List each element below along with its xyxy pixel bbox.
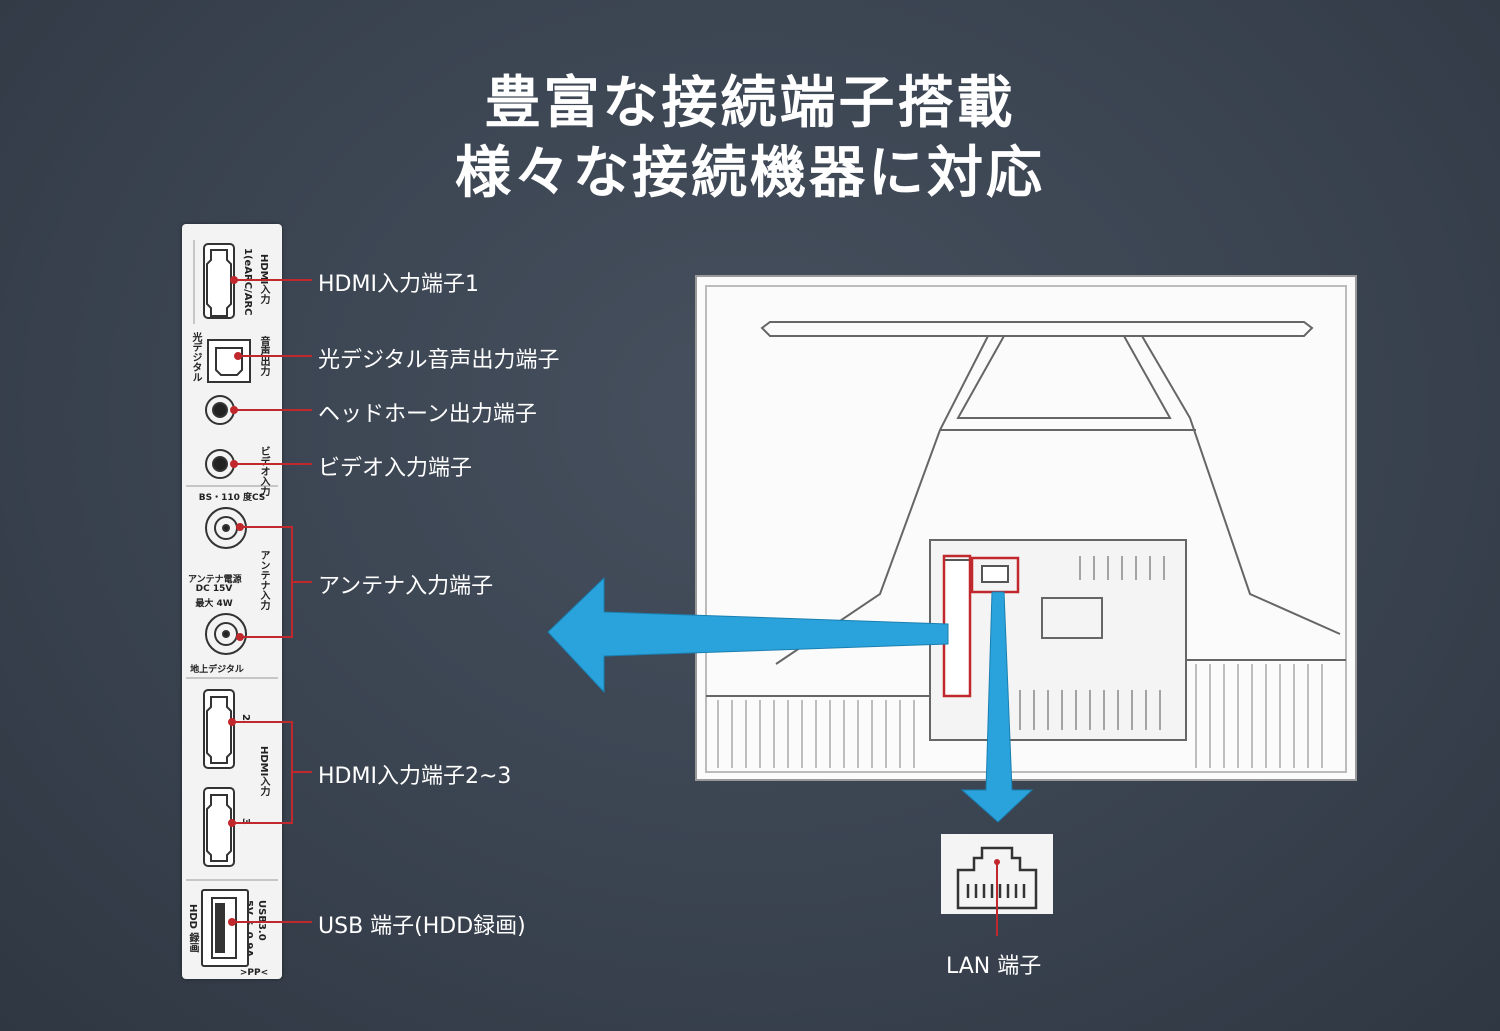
usb-port-tongue: [215, 903, 225, 953]
panel-text-usb-a: USB3.0: [256, 900, 267, 941]
tv-rear-illustration: [695, 275, 1357, 781]
terrestrial-antenna-port-outer: [205, 613, 247, 655]
tv-lan-port: [981, 565, 1009, 583]
terminal-label-headphone: ヘッドホーン出力端子: [318, 402, 537, 427]
heading-line-2: 様々な接続機器に対応: [455, 141, 1045, 206]
panel-port-graphics: [186, 240, 278, 967]
blue-arrows: [547, 576, 1034, 823]
stand-inner-triangle: [956, 335, 1172, 419]
panel-text-usb-c: HDD 録画: [187, 904, 198, 953]
panel-text-ant-in: アンテナ入力: [258, 550, 269, 610]
panel-text-ant-power-2: DC 15V: [195, 584, 233, 594]
terminal-label-lan: LAN 端子: [946, 954, 1042, 979]
terminal-label-usb: USB 端子(HDD録画): [318, 914, 526, 939]
rear-vents: [1019, 556, 1165, 730]
video-port-hole: [212, 456, 228, 472]
lan-connector-icon: [941, 834, 1053, 936]
heading-line-1: 豊富な接続端子搭載: [484, 71, 1016, 136]
arrow-to-lan: [960, 591, 1034, 823]
panel-text-ant-power-3: 最大 4W: [195, 599, 233, 609]
terminal-label-hdmi23: HDMI入力端子2~3: [318, 764, 512, 789]
panel-text-hdmi2-num: 2: [240, 714, 251, 721]
usb-port-socket: [211, 897, 237, 959]
hdmi3-port-socket: [206, 794, 232, 862]
panel-text-hdmi1-b: 1(eARC/ARC: [242, 248, 253, 316]
panel-text-video: ビデオ入力: [258, 446, 269, 496]
stand-top-bar: [760, 321, 1314, 337]
panel-text-pp: >PP<: [239, 968, 269, 978]
terminal-label-video: ビデオ入力端子: [318, 456, 473, 481]
terminal-label-antenna: アンテナ入力端子: [318, 574, 494, 599]
terminal-label-optical: 光デジタル音声出力端子: [318, 348, 560, 373]
panel-text-optical-b: 光デジタル: [190, 332, 201, 382]
stand-right-leg: [1141, 335, 1341, 635]
terrestrial-antenna-port-pin: [222, 630, 230, 638]
hdmi1-port-socket: [206, 249, 232, 317]
callout-lines: [228, 276, 312, 926]
hdmi2-port-socket: [206, 696, 232, 764]
panel-text-hdmi3-num: 3: [240, 818, 251, 825]
panel-text-terrestrial: 地上デジタル: [190, 665, 244, 675]
bs-antenna-port-pin: [222, 524, 230, 532]
headphone-port-hole: [212, 402, 228, 418]
hdmi2-port-icon: [203, 689, 235, 769]
panel-text-ant-power-1: アンテナ電源: [188, 575, 242, 585]
panel-text-bs: BS・110 度CS: [198, 493, 266, 503]
optical-port-socket: [215, 347, 243, 376]
arrow-to-side-panel: [547, 576, 949, 694]
bottom-skirt-lines: [717, 664, 1323, 768]
terminal-label-hdmi1: HDMI入力端子1: [318, 272, 479, 297]
rear-vent-panel: [1041, 597, 1103, 639]
terrestrial-antenna-port-inner: [214, 622, 238, 646]
panel-text-hdmi23: HDMI入力: [258, 746, 269, 797]
hdmi3-port-icon: [203, 787, 235, 867]
